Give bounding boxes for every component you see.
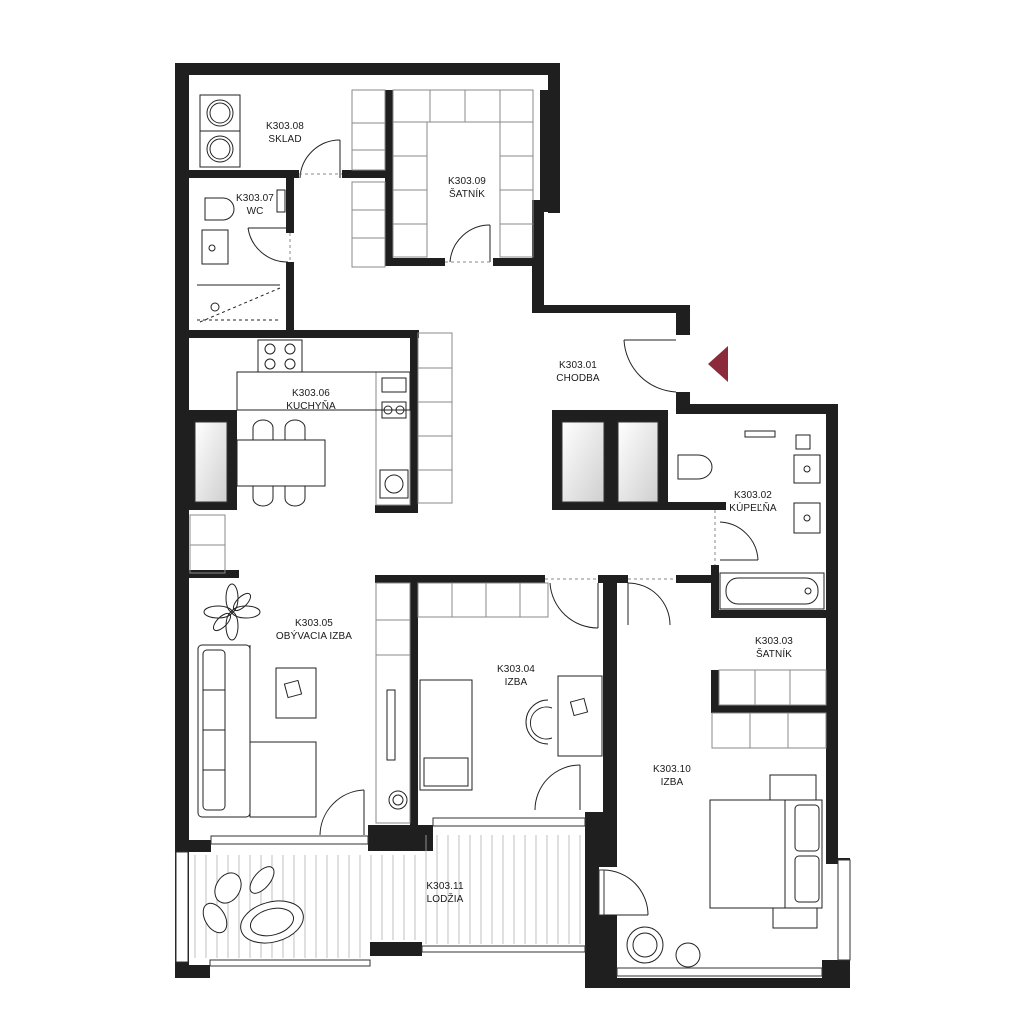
room-name: IZBA [504,677,528,688]
room-label-chodba: K303.01 CHODBA [518,359,638,385]
thresholds [289,173,716,580]
walls [175,63,850,988]
doors [247,139,759,916]
room-code: K303.06 [292,388,330,399]
room-name: LODŽIA [426,894,464,905]
bathroom-fixtures [677,430,825,610]
room-name: KUCHYŇA [286,401,336,412]
room-code: K303.08 [266,121,304,132]
glass-panels [194,421,659,503]
room-name: IZBA [660,777,684,788]
room-label-lodzia: K303.11 LODŽIA [385,880,505,906]
room-code: K303.11 [426,881,464,892]
kitchen-fixtures [236,339,411,507]
room-label-kuchyna: K303.06 KUCHYŇA [251,387,371,413]
room-code: K303.03 [755,636,793,647]
room-label-izba-04: K303.04 IZBA [456,663,576,689]
living-furniture [197,583,408,818]
izba10-furniture [626,774,823,968]
washer-dryer [199,94,241,168]
room-label-sklad: K303.08 SKLAD [225,120,345,146]
room-label-wc: K303.07 WC [195,192,315,218]
loggia-furniture [202,866,304,944]
room-code: K303.09 [448,176,486,187]
room-name: KÚPEĽŇA [729,503,777,514]
room-code: K303.07 [236,193,274,204]
room-code: K303.01 [559,360,597,371]
room-name: WC [246,206,264,217]
room-code: K303.02 [734,490,772,501]
room-label-kupelna: K303.02 KÚPEĽŇA [693,489,813,515]
room-name: ŠATNÍK [449,189,485,200]
wc-fixtures [197,189,286,323]
room-label-izba-10: K303.10 IZBA [612,763,732,789]
room-name: CHODBA [556,373,600,384]
room-name: OBÝVACIA IZBA [275,631,353,642]
room-code: K303.04 [497,664,535,675]
room-label-satnik-09: K303.09 ŠATNÍK [407,175,527,201]
izba4-furniture [419,675,603,791]
room-name: ŠATNÍK [756,649,792,660]
room-name: SKLAD [268,134,302,145]
entrance-marker [708,346,728,382]
room-label-satnik-03: K303.03 ŠATNÍK [714,635,834,661]
room-code: K303.05 [295,618,333,629]
windows [175,817,851,977]
room-label-obyvacia: K303.05 OBÝVACIA IZBA [254,617,374,643]
room-code: K303.10 [653,764,691,775]
